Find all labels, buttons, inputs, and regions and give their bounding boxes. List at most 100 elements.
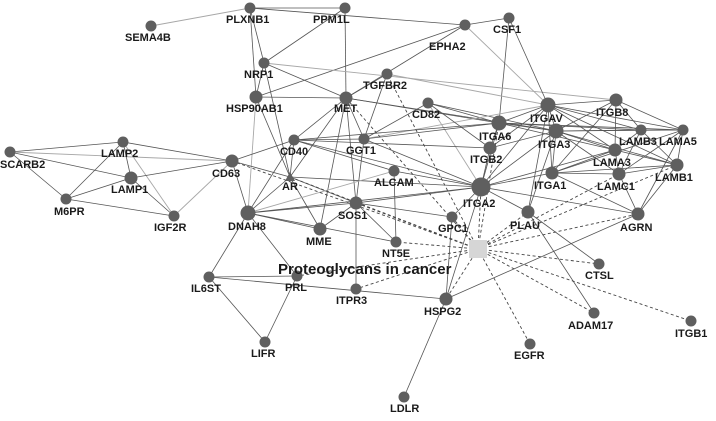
node-itgb2[interactable]: [483, 141, 497, 155]
node-label-ctsl: CTSL: [585, 270, 614, 282]
node-lifr[interactable]: [259, 336, 271, 348]
node-hsp90ab1[interactable]: [249, 90, 263, 104]
node-label-scarb2: SCARB2: [0, 159, 45, 171]
node-scarb2[interactable]: [4, 146, 16, 158]
hub-edge-hspg2: [445, 248, 479, 300]
edge-itgav-lama3: [547, 104, 616, 151]
node-lama5[interactable]: [677, 124, 689, 136]
edge-lamp1-m6pr: [65, 177, 132, 200]
node-ar[interactable]: [285, 172, 295, 181]
node-label-ggt1: GGT1: [346, 145, 376, 157]
edge-ppm1l-met: [344, 7, 347, 99]
node-adam17[interactable]: [588, 307, 600, 319]
node-csf1[interactable]: [503, 12, 515, 24]
node-lamp1[interactable]: [124, 171, 138, 185]
edge-ar-itga2: [289, 176, 482, 188]
node-ppm1l[interactable]: [339, 2, 351, 14]
node-itgav[interactable]: [540, 97, 556, 113]
hub-edge-layer: [231, 73, 692, 345]
node-nt5e[interactable]: [390, 236, 402, 248]
hub-edge-met: [345, 97, 479, 250]
node-ldlr[interactable]: [398, 391, 410, 403]
hub-edge-itpr3: [355, 248, 479, 290]
edge-lamb3-lamb1: [640, 129, 678, 166]
node-itga1[interactable]: [545, 166, 559, 180]
node-plau[interactable]: [521, 205, 535, 219]
node-sos1[interactable]: [349, 196, 363, 210]
node-lamp2[interactable]: [117, 136, 129, 148]
node-ggt1[interactable]: [358, 133, 370, 145]
node-sema4b[interactable]: [145, 20, 157, 32]
node-label-lamb1: LAMB1: [655, 172, 693, 184]
edge-itga6-itga2: [480, 122, 500, 188]
node-itga6[interactable]: [491, 115, 507, 131]
hub-edge-lamc1: [477, 173, 620, 250]
node-alcam[interactable]: [388, 165, 400, 177]
edge-plxnb1-hsp90ab1: [249, 7, 257, 98]
node-lamb3[interactable]: [635, 124, 647, 136]
edge-lamb3-lamc1: [618, 129, 642, 175]
node-itpr3[interactable]: [350, 283, 362, 295]
node-ctsl[interactable]: [593, 258, 605, 270]
node-hspg2[interactable]: [439, 292, 453, 306]
node-gpc1[interactable]: [446, 211, 458, 223]
edge-alcam-dnah8: [247, 170, 395, 214]
node-mme[interactable]: [313, 222, 327, 236]
edge-lamp2-cd63: [122, 141, 233, 162]
node-cd63[interactable]: [225, 154, 239, 168]
edge-il6st-lifr: [208, 276, 266, 343]
edge-ar-dnah8: [247, 176, 291, 214]
hub-edge-ctsl: [477, 248, 600, 265]
edge-ggt1-itga2: [363, 138, 482, 188]
edge-itgb8-lama3: [614, 99, 617, 151]
node-igf2r[interactable]: [168, 210, 180, 222]
node-cd40[interactable]: [288, 134, 300, 146]
hub-node-proteoglycans[interactable]: [469, 240, 487, 258]
node-label-dnah8: DNAH8: [228, 221, 266, 233]
node-label-itgb2: ITGB2: [470, 154, 502, 166]
node-dnah8[interactable]: [240, 205, 256, 221]
node-lamb1[interactable]: [670, 158, 684, 172]
node-cd82[interactable]: [422, 97, 434, 109]
edge-csf1-itgav: [508, 17, 549, 106]
node-label-epha2: EPHA2: [429, 41, 466, 53]
edge-cd82-itga2: [427, 102, 482, 188]
node-il6st[interactable]: [203, 271, 215, 283]
edge-dnah8-prl: [247, 212, 298, 277]
node-itgb1[interactable]: [685, 315, 697, 327]
node-itga2[interactable]: [471, 177, 491, 197]
node-label-prl: PRL: [285, 282, 307, 294]
node-label-igf2r: IGF2R: [154, 222, 186, 234]
node-m6pr[interactable]: [60, 193, 72, 205]
node-met[interactable]: [339, 91, 353, 105]
node-lama3[interactable]: [608, 143, 622, 157]
node-plxnb1[interactable]: [244, 2, 256, 14]
node-lamc1[interactable]: [612, 167, 626, 181]
edge-lamp1-cd63: [130, 160, 233, 179]
node-nrp1[interactable]: [258, 57, 270, 69]
node-prl[interactable]: [291, 270, 303, 282]
edge-hsp90ab1-dnah8: [247, 96, 257, 214]
edge-lama5-lamc1: [618, 129, 684, 175]
node-itga3[interactable]: [548, 123, 564, 139]
node-epha2[interactable]: [459, 19, 471, 31]
node-agrn[interactable]: [631, 207, 645, 221]
node-itgb8[interactable]: [609, 93, 623, 107]
edge-scarb2-lamp1: [9, 151, 132, 179]
node-label-hspg2: HSPG2: [424, 306, 461, 318]
node-tgfbr2[interactable]: [381, 68, 393, 80]
node-label-itga3: ITGA3: [538, 139, 570, 151]
node-label-itgb1: ITGB1: [675, 328, 707, 340]
node-egfr[interactable]: [524, 338, 536, 350]
edge-itgav-itga1: [547, 104, 553, 174]
edge-ggt1-sos1: [355, 138, 365, 204]
node-label-egfr: EGFR: [514, 350, 545, 362]
node-label-itgav: ITGAV: [530, 113, 563, 125]
edge-met-ggt1: [345, 97, 365, 140]
hub-edge-egfr: [477, 248, 531, 345]
node-label-itga6: ITGA6: [479, 131, 511, 143]
edge-mme-sos1: [319, 202, 357, 230]
edge-scarb2-m6pr: [9, 151, 67, 200]
edge-itga2-hspg2: [445, 186, 482, 300]
